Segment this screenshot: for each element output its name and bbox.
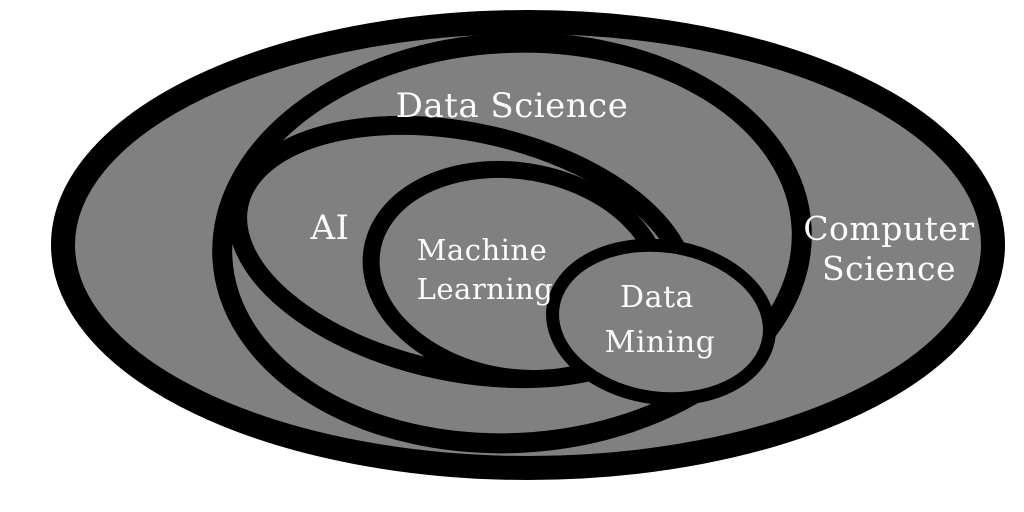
data-mining-label-line2: Mining — [605, 325, 716, 360]
computer-science-label-line2: Science — [822, 249, 956, 288]
data-science-label: Data Science — [396, 86, 629, 126]
computer-science-label-line1: Computer — [803, 209, 974, 248]
machine-learning-label-line2: Learning — [417, 272, 554, 306]
ai-label: AI — [310, 208, 350, 248]
data-mining-ellipse — [546, 238, 776, 406]
machine-learning-label-line1: Machine — [417, 233, 548, 267]
data-mining-label-line1: Data — [620, 280, 694, 315]
